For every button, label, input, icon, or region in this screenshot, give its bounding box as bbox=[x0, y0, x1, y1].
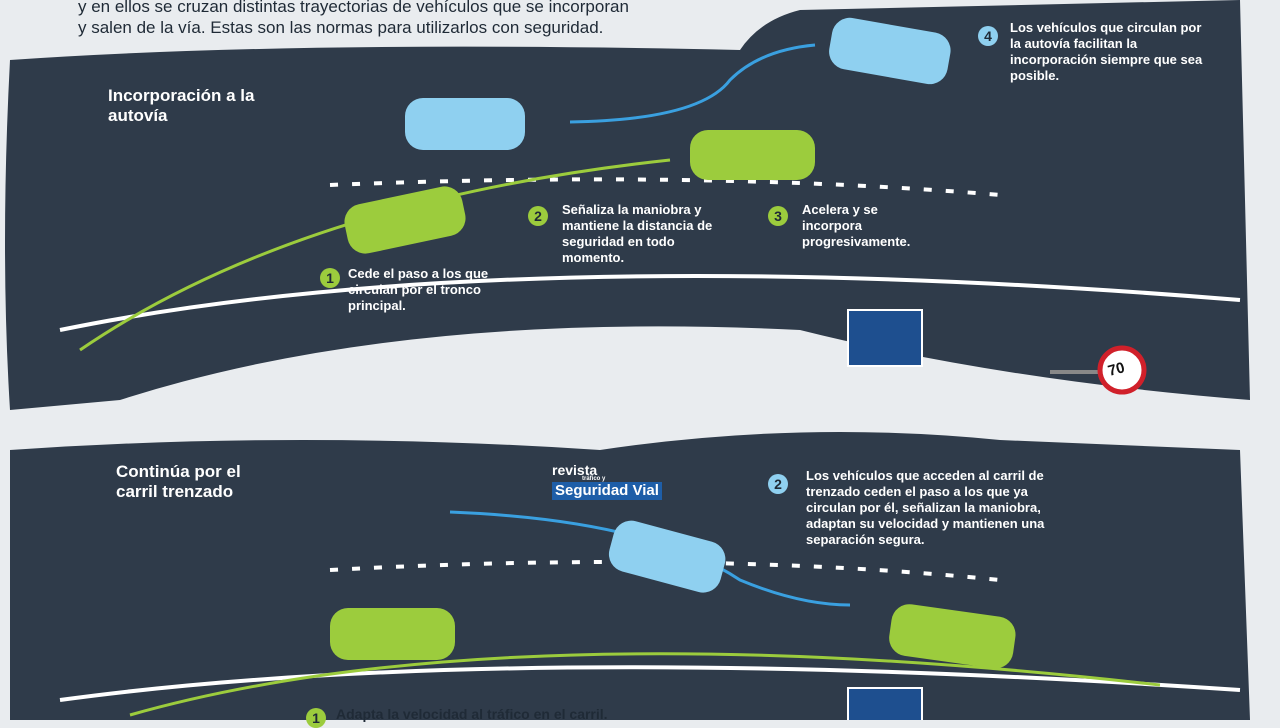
car-blue bbox=[829, 17, 951, 85]
road-top bbox=[5, 0, 1250, 410]
car-blue bbox=[608, 520, 726, 593]
car-green bbox=[330, 608, 455, 660]
section2-title: Continúa por el carril trenzado bbox=[116, 462, 241, 501]
lane-sign bbox=[847, 309, 923, 367]
green-trajectory bbox=[79, 158, 671, 352]
speed-limit-sign bbox=[1097, 345, 1147, 395]
intro-text: y en ellos se cruzan distintas trayector… bbox=[78, 0, 629, 37]
section1-title: Incorporación a la autovía bbox=[108, 86, 255, 125]
blue-trajectory bbox=[569, 43, 816, 124]
step-1-weave-text: Adapta la velocidad al tráfico en el car… bbox=[336, 706, 608, 722]
car-green bbox=[344, 186, 466, 254]
lane-sign bbox=[847, 687, 923, 720]
car-green bbox=[690, 130, 815, 180]
car-blue bbox=[405, 98, 525, 150]
car-green bbox=[889, 604, 1016, 669]
step-1-weave-number: 1 bbox=[306, 708, 326, 728]
